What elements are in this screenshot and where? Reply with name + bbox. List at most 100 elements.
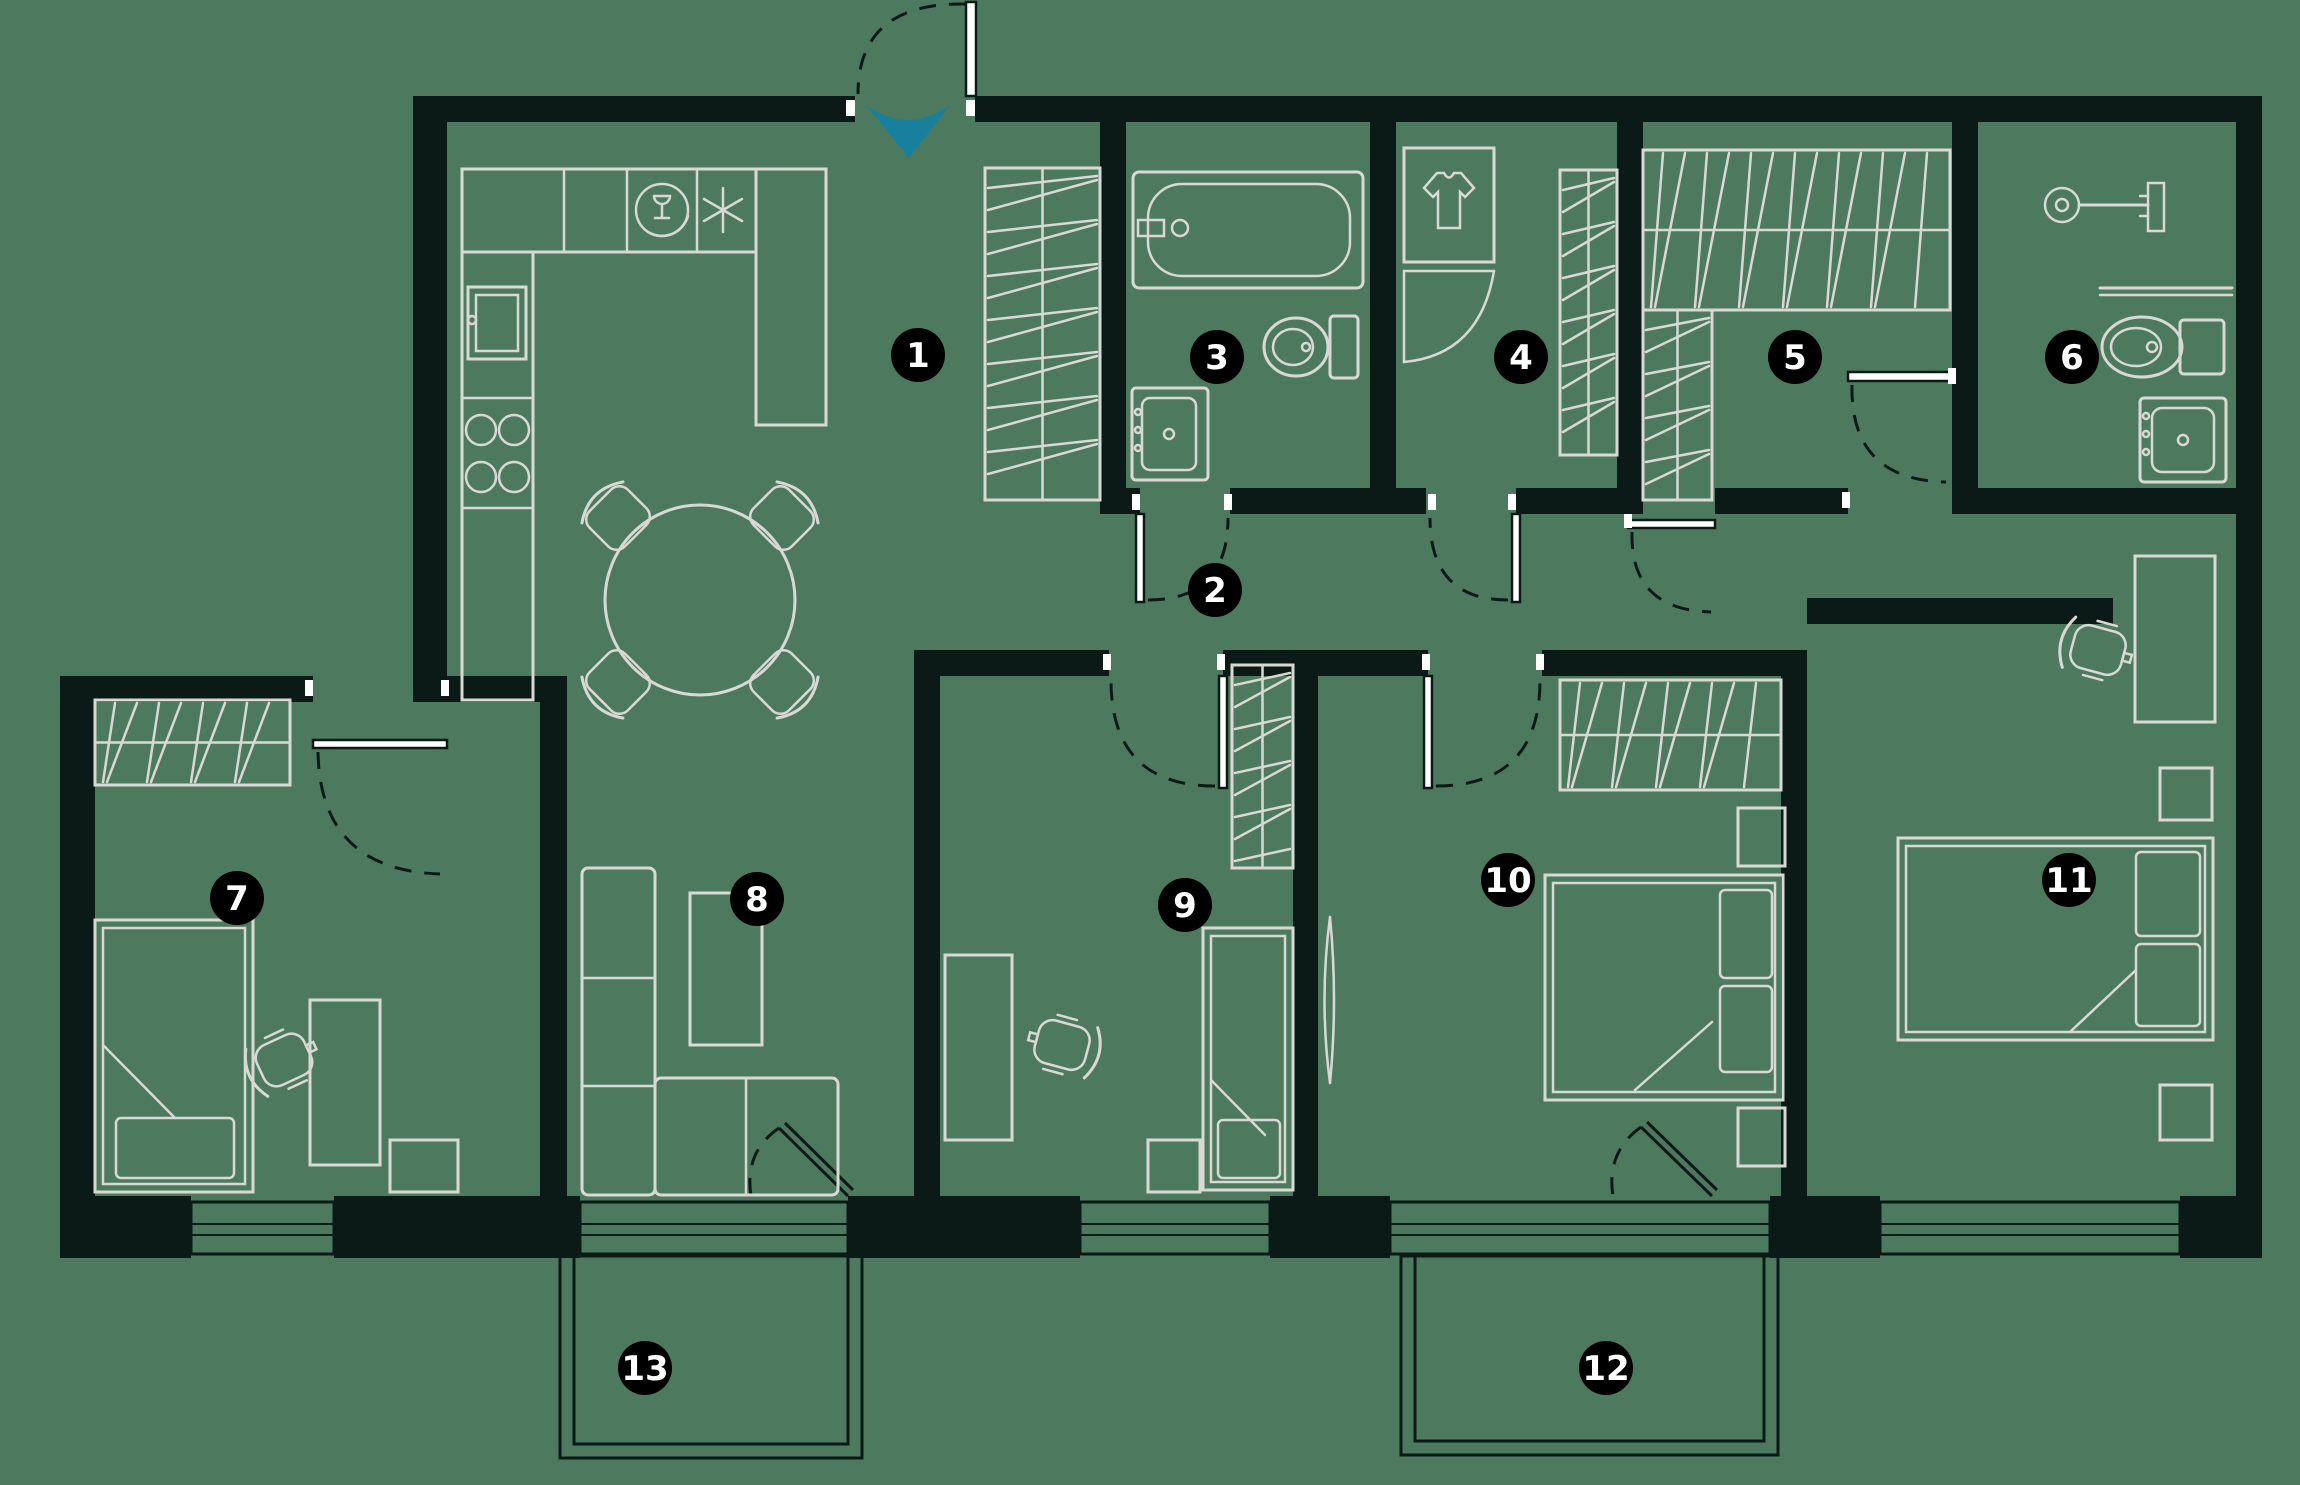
window-room11 bbox=[1878, 1200, 2182, 1256]
office-chair bbox=[1020, 1007, 1108, 1084]
entrance-door-leaf bbox=[964, 0, 978, 98]
nightstand bbox=[1146, 1138, 1202, 1194]
svg-text:2: 2 bbox=[1203, 571, 1227, 611]
room5-wardrobe-left bbox=[1641, 308, 1714, 502]
doors bbox=[305, 100, 1956, 1198]
mirror bbox=[1323, 915, 1336, 1085]
desk bbox=[943, 953, 1014, 1142]
bed-single bbox=[1201, 926, 1295, 1192]
dishwasher-icon bbox=[634, 182, 690, 238]
towel-rail bbox=[2098, 286, 2234, 297]
room-badge-11: 11 bbox=[2042, 853, 2096, 907]
dining-chair bbox=[748, 648, 820, 720]
window-room9 bbox=[1078, 1200, 1272, 1256]
room-badge-10: 10 bbox=[1481, 853, 1535, 907]
windows bbox=[189, 1200, 2182, 1256]
room5-wardrobe-top bbox=[1641, 148, 1952, 312]
bed-double bbox=[1896, 836, 2215, 1042]
bed-double bbox=[1543, 873, 1785, 1102]
room-badge-2: 2 bbox=[1188, 563, 1242, 617]
nightstand bbox=[2158, 1083, 2214, 1142]
room7-wardrobe bbox=[93, 698, 292, 787]
svg-text:5: 5 bbox=[1783, 338, 1807, 378]
nightstand bbox=[388, 1138, 460, 1194]
svg-text:1: 1 bbox=[906, 336, 930, 376]
kitchen-counter-left bbox=[460, 250, 535, 702]
bathroom-6 bbox=[2043, 181, 2234, 484]
balcony-13-outline bbox=[558, 1254, 864, 1460]
room-badge-8: 8 bbox=[730, 872, 784, 926]
bedroom-9 bbox=[943, 926, 1295, 1194]
bath-sink bbox=[1130, 386, 1210, 482]
dining-chair bbox=[580, 648, 652, 720]
dining-table bbox=[603, 503, 797, 697]
bedroom-7 bbox=[93, 918, 460, 1194]
kitchen-sink bbox=[466, 285, 528, 361]
room4-wardrobe bbox=[1558, 168, 1619, 457]
tshirt-icon bbox=[1422, 171, 1476, 230]
hall-wardrobe bbox=[983, 166, 1102, 502]
window-living bbox=[578, 1200, 850, 1256]
entrance-arrow-icon bbox=[866, 105, 950, 158]
office-chair bbox=[236, 1018, 329, 1103]
room-badge-9: 9 bbox=[1158, 878, 1212, 932]
window-room7 bbox=[189, 1200, 336, 1256]
room9-wardrobe bbox=[1230, 663, 1295, 870]
room10-wardrobe bbox=[1558, 678, 1783, 792]
living-room bbox=[580, 866, 840, 1197]
room-badge-3: 3 bbox=[1190, 330, 1244, 384]
balcony-12-outline bbox=[1399, 1254, 1780, 1457]
svg-text:11: 11 bbox=[2045, 861, 2092, 901]
office-chair bbox=[2052, 611, 2140, 688]
svg-text:7: 7 bbox=[225, 879, 249, 919]
svg-text:6: 6 bbox=[2060, 338, 2084, 378]
entrance bbox=[856, 0, 978, 158]
svg-text:4: 4 bbox=[1509, 338, 1533, 378]
sofa bbox=[580, 866, 657, 1197]
desk bbox=[2133, 554, 2217, 724]
washer-box bbox=[1402, 146, 1496, 264]
svg-text:10: 10 bbox=[1484, 861, 1531, 901]
freezer-snowflake-icon bbox=[702, 186, 744, 234]
dining-chair bbox=[580, 480, 652, 552]
svg-text:9: 9 bbox=[1173, 886, 1197, 926]
kitchen bbox=[460, 167, 828, 702]
bathroom-3 bbox=[1130, 170, 1365, 482]
room-badge-1: 1 bbox=[891, 328, 945, 382]
kitchen-counter-top bbox=[460, 167, 758, 254]
room-badge-7: 7 bbox=[210, 871, 264, 925]
desk bbox=[308, 998, 382, 1167]
room-badge-12: 12 bbox=[1579, 1341, 1633, 1395]
nightstand bbox=[1736, 1106, 1787, 1168]
laundry-room-4 bbox=[1402, 146, 1496, 364]
svg-text:3: 3 bbox=[1205, 338, 1229, 378]
toilet bbox=[1262, 314, 1360, 380]
shower-icon bbox=[2043, 181, 2166, 233]
svg-text:13: 13 bbox=[621, 1349, 668, 1389]
dining-set bbox=[580, 480, 820, 720]
bathtub bbox=[1131, 170, 1365, 290]
room-badge-6: 6 bbox=[2045, 330, 2099, 384]
stove bbox=[460, 396, 535, 510]
bedroom-11 bbox=[1896, 554, 2217, 1142]
dining-chair bbox=[748, 480, 820, 552]
room-badge-4: 4 bbox=[1494, 330, 1548, 384]
room-badge-13: 13 bbox=[618, 1341, 672, 1395]
nightstand bbox=[2158, 766, 2214, 822]
window-room10 bbox=[1388, 1200, 1772, 1256]
bath-sink bbox=[2138, 396, 2228, 484]
appliance-door-arc bbox=[1402, 269, 1496, 364]
kitchen-tall-cabinet bbox=[754, 167, 828, 427]
coffee-table bbox=[688, 891, 764, 1047]
nightstand bbox=[1736, 806, 1787, 868]
room-badge-5: 5 bbox=[1768, 330, 1822, 384]
svg-text:8: 8 bbox=[745, 880, 769, 920]
bed-single bbox=[93, 918, 255, 1194]
walls bbox=[60, 96, 2262, 1258]
svg-text:12: 12 bbox=[1582, 1349, 1629, 1389]
entrance-door-arc bbox=[856, 2, 967, 95]
toilet bbox=[2100, 315, 2226, 379]
bedroom-10 bbox=[1323, 806, 1787, 1168]
